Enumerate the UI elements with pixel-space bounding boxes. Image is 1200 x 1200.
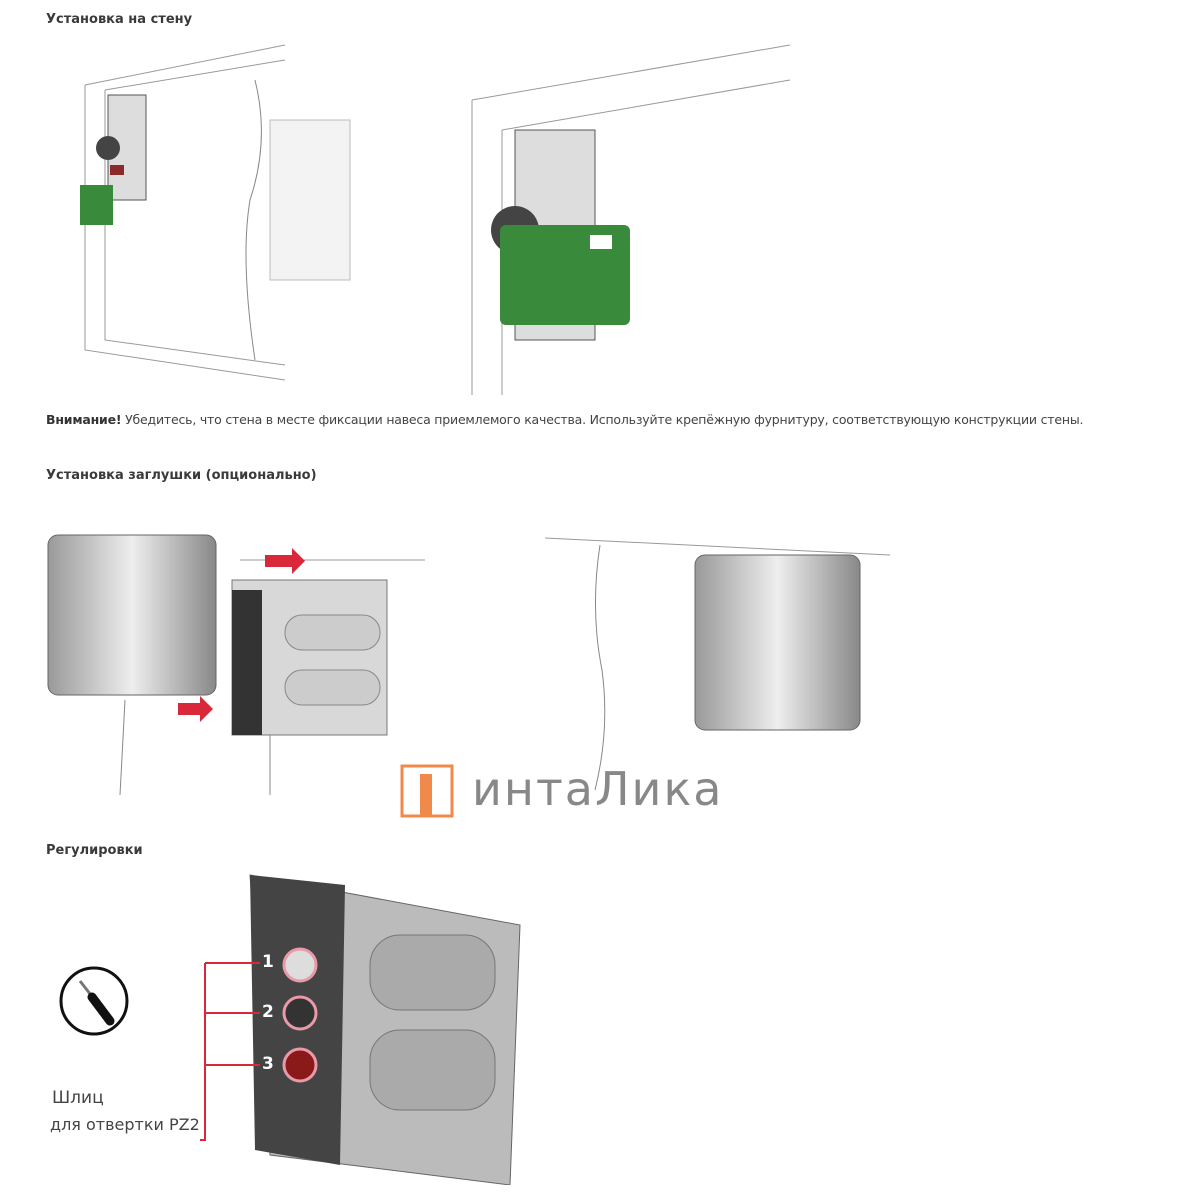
adjust-number-2: 2 — [262, 1002, 274, 1022]
wall-install-illustration-1 — [80, 44, 351, 381]
adjust-number-3: 3 — [262, 1054, 274, 1074]
cap-install-illustration-1 — [47, 534, 425, 796]
section-title-cap: Установка заглушки (опционально) — [46, 468, 317, 483]
cap-install-illustration-2 — [544, 537, 891, 791]
warning-strong: Внимание! — [46, 412, 122, 427]
adjustment-plate-illustration — [200, 874, 521, 1185]
warning-text: Убедитесь, что стена в месте фиксации на… — [121, 412, 1084, 427]
intalika-logo-icon — [400, 764, 454, 818]
slot-label-line2: для отвертки PZ2 — [50, 1115, 200, 1134]
section-title-adjust: Регулировки — [46, 843, 143, 858]
brand-name: интаЛика — [472, 762, 724, 816]
wall-install-illustration-2 — [471, 44, 791, 395]
warning-note: Внимание! Убедитесь, что стена в месте ф… — [46, 412, 1083, 427]
intalika-watermark: интаЛика — [400, 760, 723, 818]
section-title-wall: Установка на стену — [46, 12, 193, 27]
screwdriver-icon — [59, 966, 129, 1036]
slot-label-line1: Шлиц — [52, 1088, 104, 1108]
adjust-number-1: 1 — [262, 952, 274, 972]
